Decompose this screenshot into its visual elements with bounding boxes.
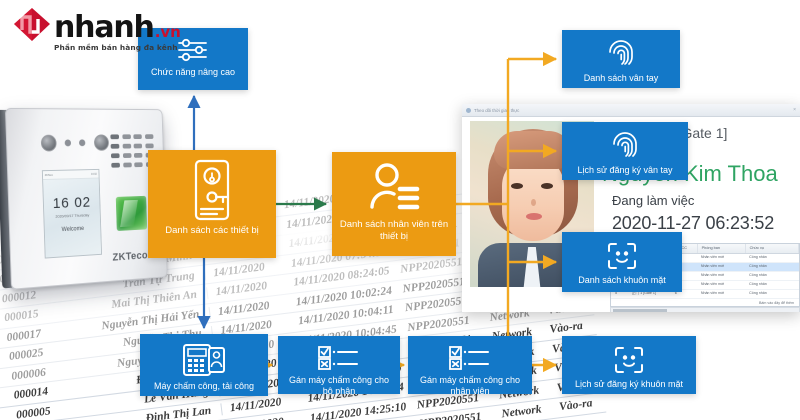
cell-position: Công nhân xyxy=(749,264,767,269)
brand-tld: .vn xyxy=(154,23,181,41)
cell-io: Vào-ra xyxy=(558,397,594,414)
access-device-icon xyxy=(187,159,237,221)
person-list-icon xyxy=(367,161,421,215)
card-fingerprint-list[interactable]: Danh sách vân tay xyxy=(562,30,680,88)
panel-titlebar: Theo dõi thời gian thực × xyxy=(462,104,800,117)
card-assign-device-department[interactable]: Gán máy chấm công cho bộ phận xyxy=(278,336,400,396)
face-scan-icon xyxy=(613,345,645,375)
card-label: Danh sách các thiết bị xyxy=(165,225,259,236)
horizontal-scrollbar[interactable] xyxy=(610,307,800,312)
fingerprint-icon xyxy=(611,131,639,161)
card-face-list[interactable]: Danh sách khuôn mặt xyxy=(562,232,682,292)
device-camera-icon xyxy=(40,134,57,152)
card-label: Lịch sử đăng ký vân tay xyxy=(577,165,673,175)
nhanh-diamond-icon xyxy=(14,8,50,42)
attendance-device: ZKTeco 16:02 16 02 2020/09/17 Thursday W… xyxy=(0,107,168,290)
cell-dept: Nhân viên mới xyxy=(700,264,725,269)
card-label: Danh sách khuôn mặt xyxy=(578,275,666,285)
card-timeclock-download[interactable]: Máy chấm công, tải công xyxy=(140,334,268,396)
cell-position: Công nhân xyxy=(749,291,767,296)
device-led-icon xyxy=(78,139,86,147)
brand-name: nhanh xyxy=(54,10,155,45)
device-led-icon xyxy=(64,139,72,147)
brand-tagline: Phần mềm bán hàng đa kênh xyxy=(54,43,178,52)
device-status-left: ZKTeco xyxy=(44,173,53,177)
timeclock-icon xyxy=(182,343,226,377)
card-label: Lịch sử đăng ký khuôn mặt xyxy=(574,379,684,389)
cell-index: 5 xyxy=(615,291,617,296)
device-ir-camera-icon xyxy=(93,134,110,151)
cell-dept: Nhân viên mới xyxy=(700,282,725,287)
fingerprint-icon xyxy=(607,39,635,69)
card-employee-list-on-device[interactable]: Danh sách nhân viên trên thiết bị xyxy=(332,152,456,256)
check-x-list-icon xyxy=(448,345,492,371)
face-scan-icon xyxy=(606,241,638,271)
cell-position: Công nhân xyxy=(749,282,767,287)
device-clock: 16 02 xyxy=(52,194,92,213)
device-status-right: 16:02 xyxy=(91,172,97,176)
panel-title: Theo dõi thời gian thực xyxy=(474,107,520,113)
card-label: Danh sách nhân viên trên thiết bị xyxy=(339,219,449,242)
check-x-list-icon xyxy=(317,345,361,371)
card-label: Gán máy chấm công cho bộ phận xyxy=(288,375,390,396)
card-face-history[interactable]: Lịch sử đăng ký khuôn mặt xyxy=(562,336,696,394)
cell-gate: 正门 1 [Gate 1] xyxy=(631,291,656,296)
card-assign-device-employee[interactable]: Gán máy chấm công cho nhân viên xyxy=(408,336,532,396)
cell-network: Network xyxy=(500,403,543,420)
close-icon[interactable]: × xyxy=(793,107,796,113)
cell-dept: Nhân viên mới xyxy=(700,273,725,278)
cell-io: Vào-ra xyxy=(549,320,584,337)
fingerprint-sensor[interactable] xyxy=(115,195,148,232)
col-position: Chức vụ xyxy=(746,244,799,253)
window-icon xyxy=(466,107,471,113)
table-note: Bấm vào đây để thêm xyxy=(759,301,794,305)
cell-code: 6 xyxy=(674,291,677,296)
sliders-icon xyxy=(176,37,210,63)
checkin-timestamp: 2020-11-27 06:23:52 xyxy=(612,213,775,233)
device-body: ZKTeco 16:02 16 02 2020/09/17 Thursday W… xyxy=(4,107,168,290)
device-date: 2020/09/17 Thursday xyxy=(55,212,90,219)
col-dept: Phòng ban xyxy=(698,244,746,253)
cell-position: Công nhân xyxy=(749,255,767,260)
employee-status: Đang làm việc xyxy=(612,193,695,208)
cell-position: Công nhân xyxy=(749,273,767,278)
device-screen-statusbar: ZKTeco 16:02 xyxy=(42,169,99,181)
brand-logo: nhanh .vn Phần mềm bán hàng đa kênh xyxy=(14,8,181,52)
cell-dept: Nhân viên mới xyxy=(700,255,725,260)
cell-dept: Nhân viên mới xyxy=(700,291,725,296)
card-label: Gán máy chấm công cho nhân viên xyxy=(419,375,521,396)
card-label: Danh sách vân tay xyxy=(583,73,659,83)
table-row[interactable]: 5 正门 1 [Gate 1] 6 Nhân viên mới Công nhân xyxy=(611,290,799,299)
card-fingerprint-history[interactable]: Lịch sử đăng ký vân tay xyxy=(562,122,688,180)
card-device-list[interactable]: Danh sách các thiết bị xyxy=(148,150,276,258)
card-label: Chức năng nâng cao xyxy=(150,67,236,77)
card-advanced-functions[interactable]: Chức năng nâng cao xyxy=(138,28,248,90)
device-screen: ZKTeco 16:02 16 02 2020/09/17 Thursday W… xyxy=(41,168,103,259)
card-label: Máy chấm công, tải công xyxy=(153,381,255,391)
device-greeting: Welcome xyxy=(61,226,85,234)
